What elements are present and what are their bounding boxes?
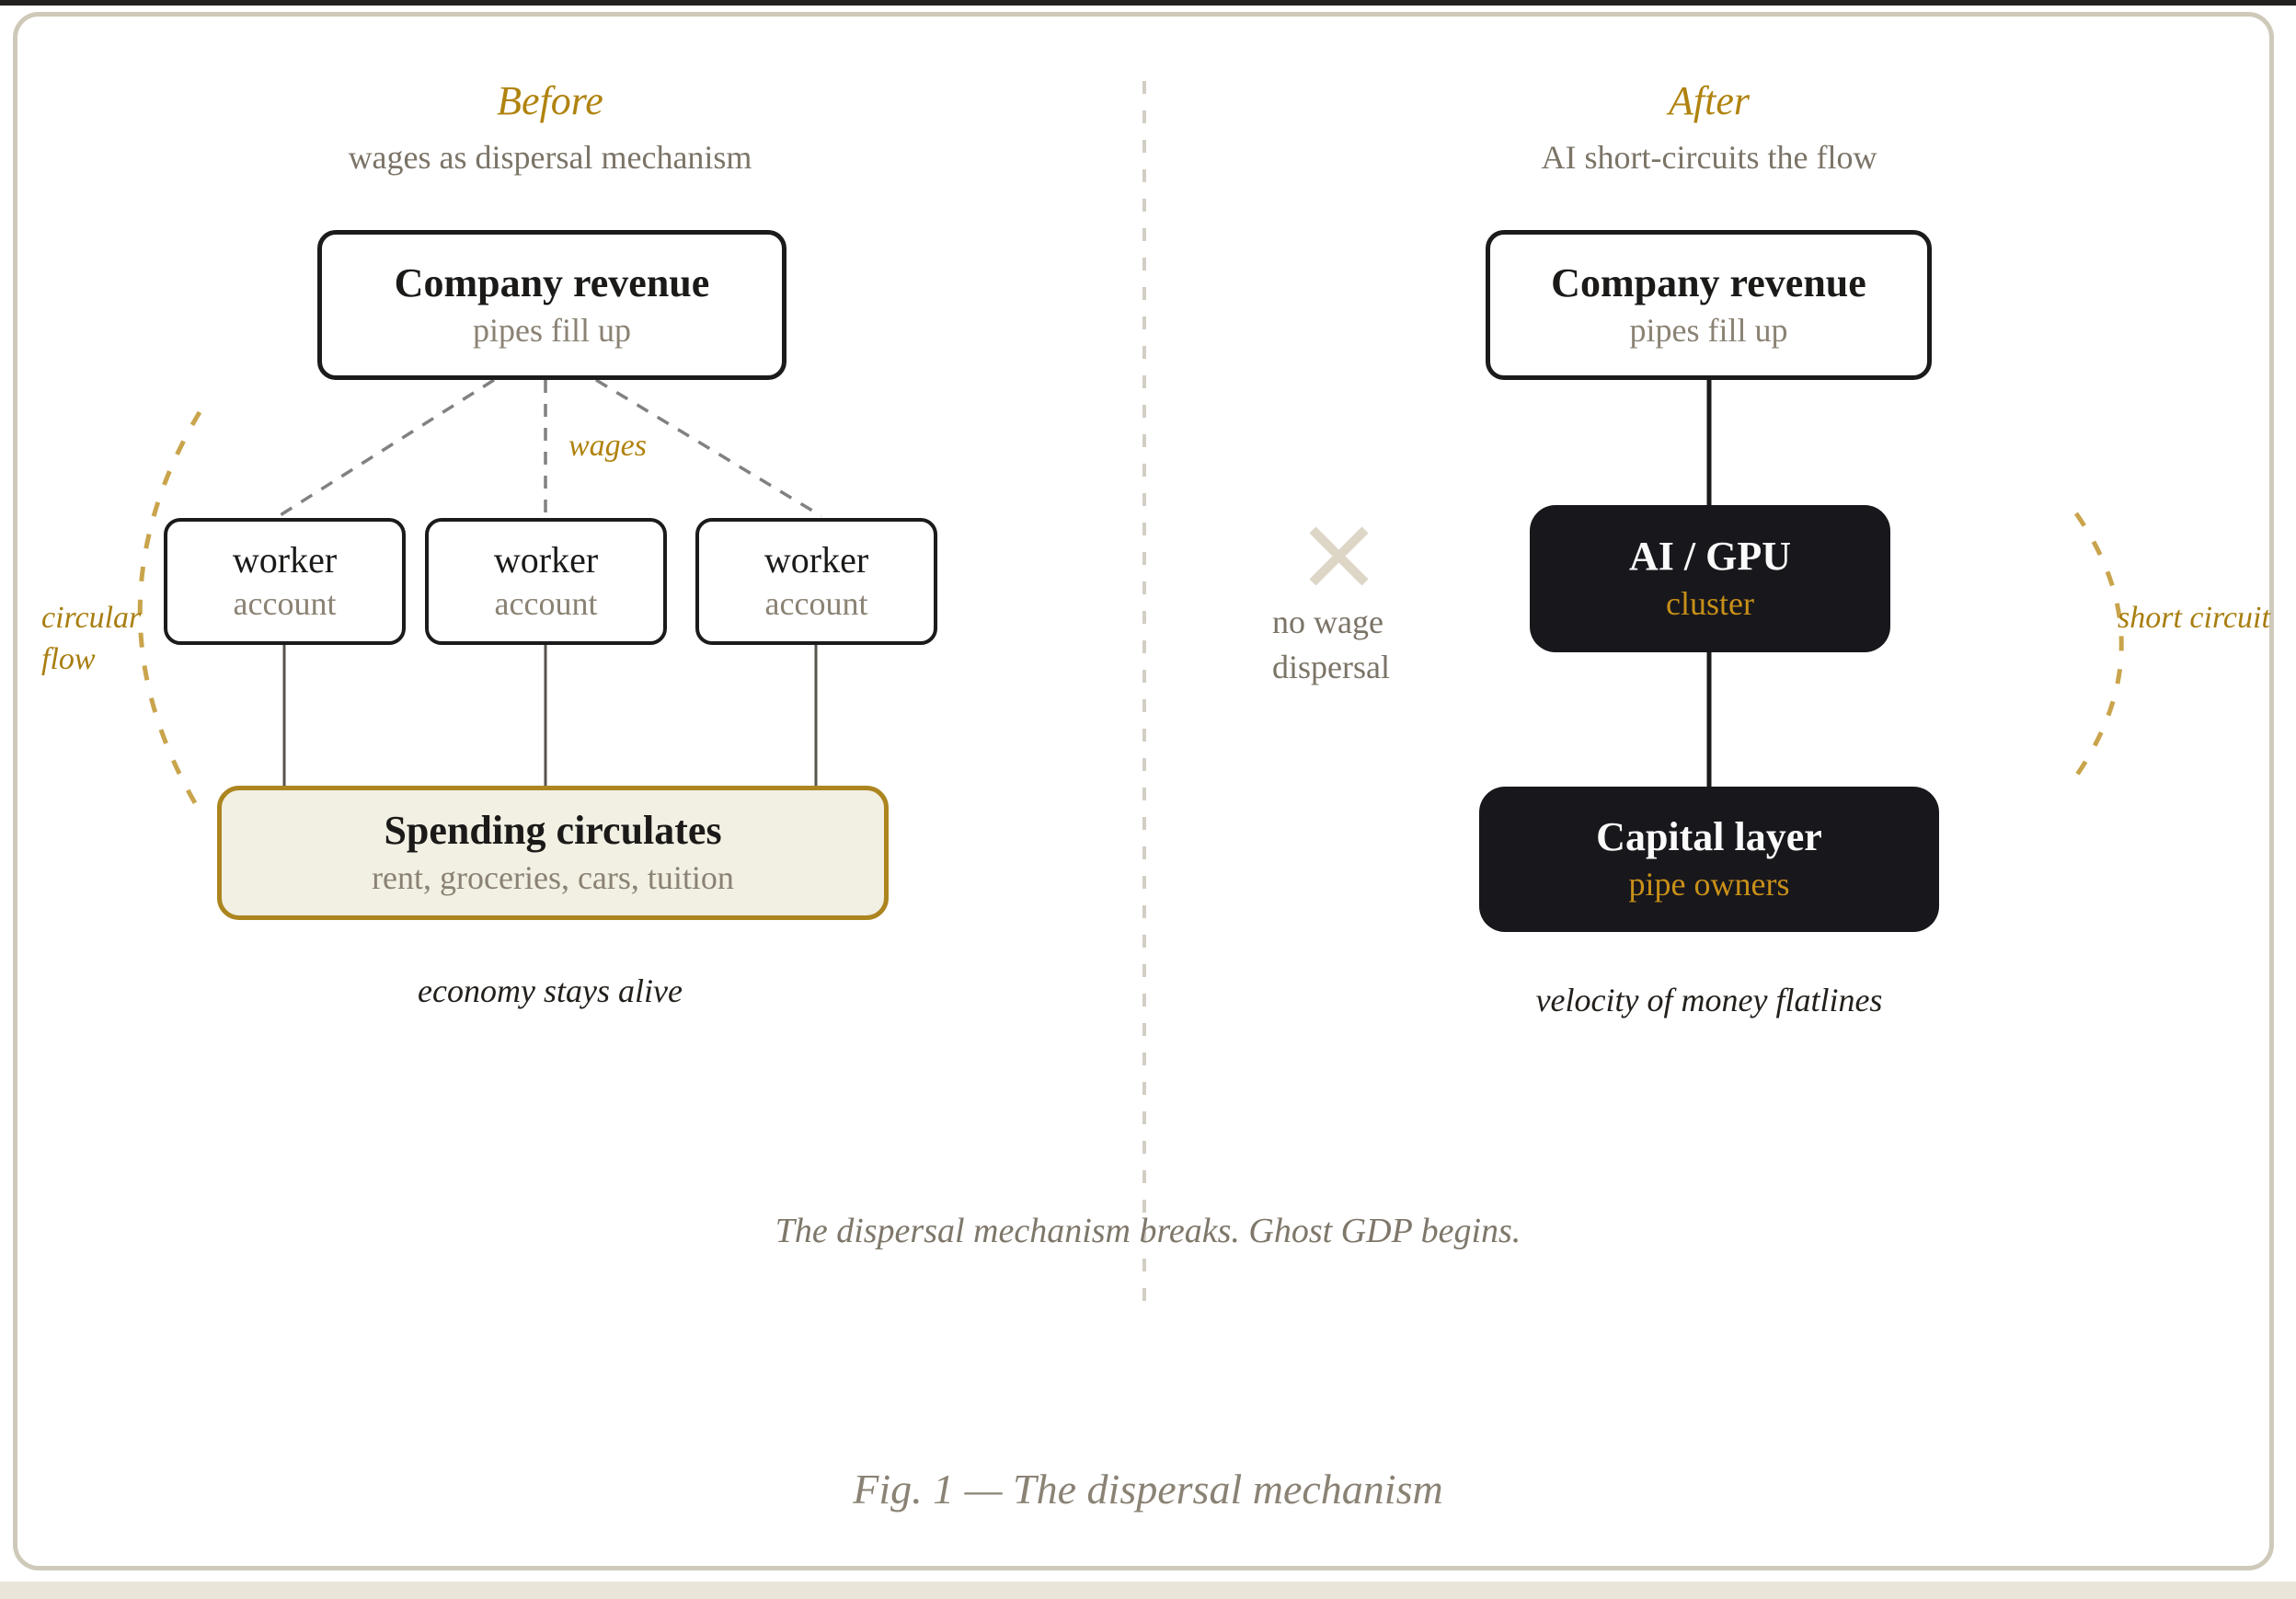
- worker-title: worker: [763, 539, 869, 581]
- company-revenue-box-after: Company revenue pipes fill up: [1486, 230, 1932, 380]
- after-subtitle: AI short-circuits the flow: [1541, 139, 1877, 176]
- worker-title: worker: [493, 539, 599, 581]
- spending-title: Spending circulates: [384, 808, 722, 853]
- company-revenue-title: Company revenue: [394, 259, 710, 305]
- no-dispersal-x-icon: [1309, 526, 1369, 586]
- spending-lines: [282, 645, 818, 786]
- capital-layer-subtitle: pipe owners: [1628, 866, 1790, 903]
- before-result-caption: economy stays alive: [418, 972, 683, 1009]
- worker-subtitle: account: [494, 585, 598, 623]
- company-revenue-subtitle: pipes fill up: [1629, 311, 1788, 349]
- spending-subtitle: rent, groceries, cars, tuition: [372, 859, 734, 897]
- company-revenue-box-before: Company revenue pipes fill up: [317, 230, 786, 380]
- after-result-caption: velocity of money flatlines: [1535, 982, 1883, 1018]
- short-circuit-arc: [2073, 512, 2124, 776]
- spending-circulates-box: Spending circulates rent, groceries, car…: [217, 786, 889, 920]
- circular-flow-arc: [137, 410, 203, 814]
- company-revenue-subtitle: pipes fill up: [473, 311, 631, 349]
- center-note: The dispersal mechanism breaks. Ghost GD…: [775, 1212, 1521, 1250]
- before-title: Before: [497, 78, 603, 123]
- ai-gpu-subtitle: cluster: [1666, 585, 1754, 623]
- worker-box-1: worker account: [164, 518, 406, 645]
- before-subtitle: wages as dispersal mechanism: [348, 139, 752, 176]
- capital-layer-title: Capital layer: [1596, 814, 1822, 859]
- worker-title: worker: [232, 539, 338, 581]
- no-wage-dispersal-label: no wage dispersal: [1272, 604, 1390, 685]
- worker-subtitle: account: [233, 585, 337, 623]
- circular-flow-label: circular flow: [41, 601, 142, 676]
- wages-label: wages: [568, 429, 647, 463]
- short-circuit-label: short circuit: [2118, 601, 2270, 635]
- after-title: After: [1669, 78, 1750, 123]
- wage-fan-lines: [278, 378, 822, 518]
- worker-subtitle: account: [764, 585, 868, 623]
- company-revenue-title: Company revenue: [1551, 259, 1866, 305]
- page-top-edge: [0, 0, 2296, 6]
- worker-box-2: worker account: [425, 518, 667, 645]
- worker-box-3: worker account: [695, 518, 937, 645]
- figure-caption: Fig. 1 — The dispersal mechanism: [853, 1466, 1443, 1513]
- ai-gpu-title: AI / GPU: [1629, 534, 1791, 579]
- page-bottom-edge: [0, 1582, 2296, 1599]
- capital-layer-box: Capital layer pipe owners: [1479, 787, 1939, 932]
- ai-gpu-box: AI / GPU cluster: [1530, 505, 1890, 652]
